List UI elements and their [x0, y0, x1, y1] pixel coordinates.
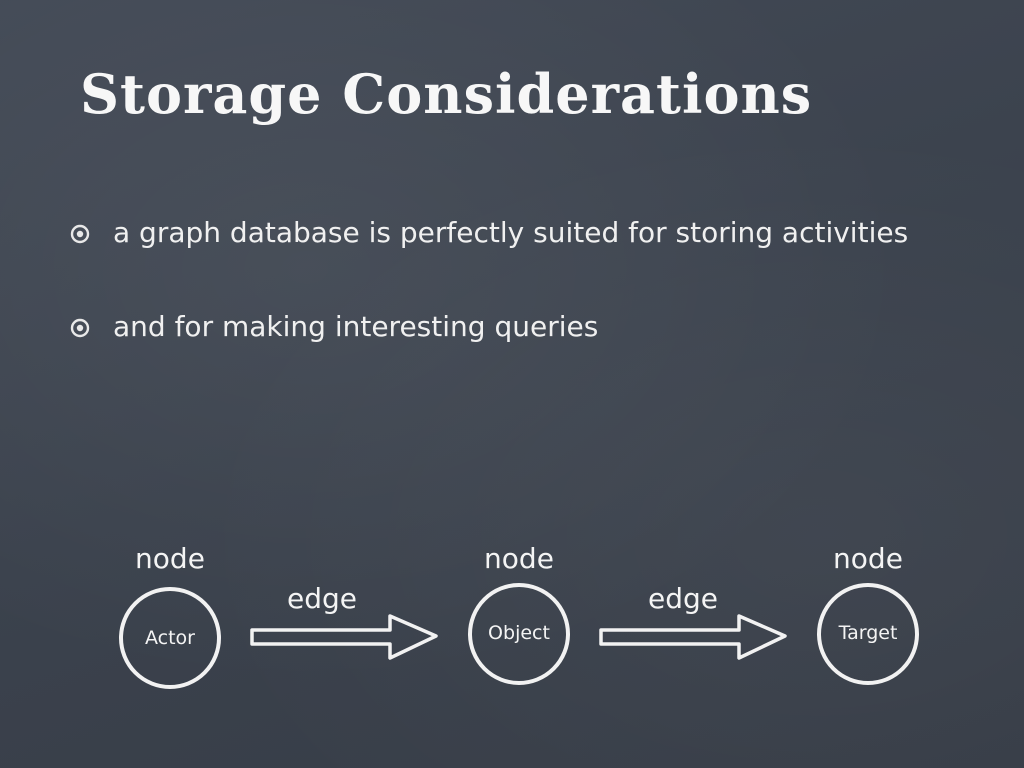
slide-title: Storage Considerations	[80, 62, 813, 126]
graph-diagram-drawing	[119, 583, 919, 689]
bullet-list: a graph database is perfectly suited for…	[70, 212, 950, 348]
node-name-target: Target	[838, 622, 898, 644]
chalk-bullet-icon	[70, 224, 90, 244]
node-name-actor: Actor	[145, 627, 195, 649]
bullet-text: a graph database is perfectly suited for…	[113, 216, 909, 249]
edge-label: edge	[287, 582, 357, 615]
chalk-bullet-icon	[70, 318, 90, 338]
edge-label: edge	[648, 582, 718, 615]
node-label: node	[833, 542, 903, 575]
object-node-circle	[468, 583, 570, 685]
edge-arrow-icon	[599, 614, 787, 660]
bullet-text: and for making interesting queries	[113, 310, 599, 343]
bullet-item: and for making interesting queries	[70, 306, 950, 348]
edge-arrow-icon	[250, 614, 438, 660]
actor-node-circle	[119, 587, 221, 689]
node-label: node	[135, 542, 205, 575]
node-label: node	[484, 542, 554, 575]
bullet-item: a graph database is perfectly suited for…	[70, 212, 950, 254]
node-name-object: Object	[488, 622, 550, 644]
target-node-circle	[817, 583, 919, 685]
graph-diagram: node node node edge edge Actor Object Ta…	[0, 530, 1024, 768]
